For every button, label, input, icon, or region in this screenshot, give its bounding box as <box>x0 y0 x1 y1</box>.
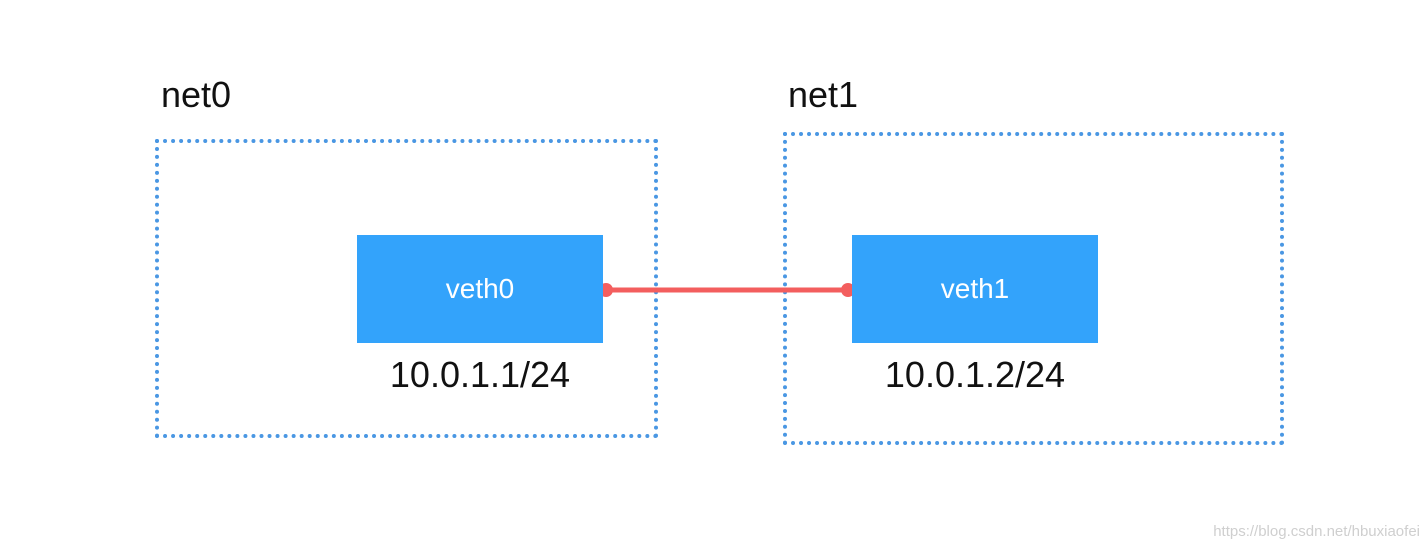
ip-address-veth0: 10.0.1.1/24 <box>389 354 571 395</box>
namespace-label-net1: net1 <box>788 74 859 115</box>
interface-veth1-label: veth1 <box>940 273 1010 304</box>
interface-veth1: veth1 <box>852 235 1098 343</box>
interface-veth0: veth0 <box>357 235 603 343</box>
namespace-label-net0: net0 <box>161 74 232 115</box>
interface-veth0-label: veth0 <box>445 273 515 304</box>
ip-address-veth1: 10.0.1.2/24 <box>884 354 1066 395</box>
watermark-text: https://blog.csdn.net/hbuxiaofei <box>1213 523 1420 540</box>
